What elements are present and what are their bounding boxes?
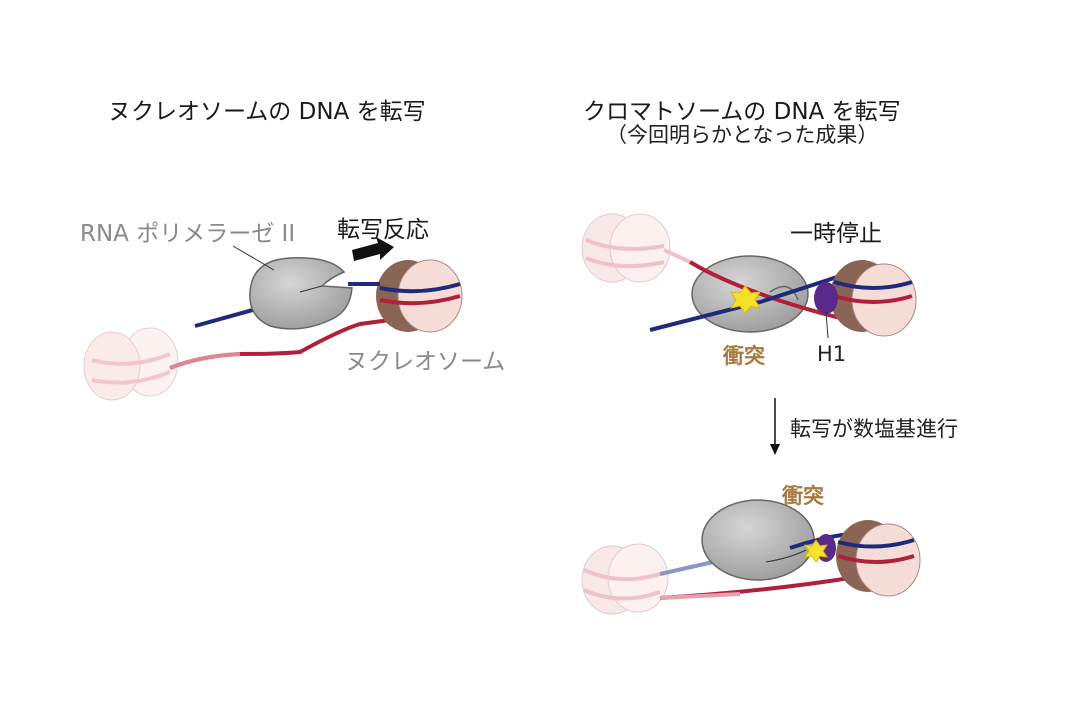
left-blue-dna — [194, 306, 261, 328]
step-label: 転写が数塩基進行 — [790, 417, 958, 441]
right-top-collision-star — [729, 285, 762, 314]
left-nucleosome — [348, 259, 463, 333]
nucleosome-label: ヌクレオソーム — [345, 349, 506, 375]
h1-label: H1 — [817, 342, 847, 366]
right-top-h1-protein — [814, 282, 838, 339]
right-title: クロマトソームの DNA を転写 — [583, 99, 901, 125]
polymerase-label: RNA ポリメラーゼ II — [80, 221, 296, 247]
right-bottom-diagram — [581, 499, 921, 615]
right-top-nucleosome — [830, 260, 917, 337]
pause-label: 一時停止 — [790, 221, 882, 247]
right-bottom-nucleosome — [836, 520, 921, 597]
step-down-arrow-icon — [770, 398, 780, 455]
right-subtitle: （今回明らかとなった成果） — [606, 123, 879, 147]
direction-label: 転写反応 — [337, 217, 429, 243]
right-bottom-rna-polymerase — [701, 499, 815, 581]
right-top-upstream-nucleosome — [581, 213, 691, 283]
left-upstream-nucleosome — [83, 327, 179, 401]
left-title: ヌクレオソームの DNA を転写 — [108, 99, 426, 125]
right-bottom-collision-star — [803, 539, 829, 563]
transcription-arrow-icon — [352, 237, 394, 261]
collision-label-2: 衝突 — [782, 484, 824, 508]
polymerase-pointer — [232, 245, 275, 271]
collision-label: 衝突 — [723, 344, 765, 368]
right-bottom-upstream-nucleosome — [581, 543, 669, 615]
left-diagram — [83, 237, 463, 401]
right-top-diagram — [581, 213, 917, 339]
left-rna-polymerase — [249, 257, 353, 330]
